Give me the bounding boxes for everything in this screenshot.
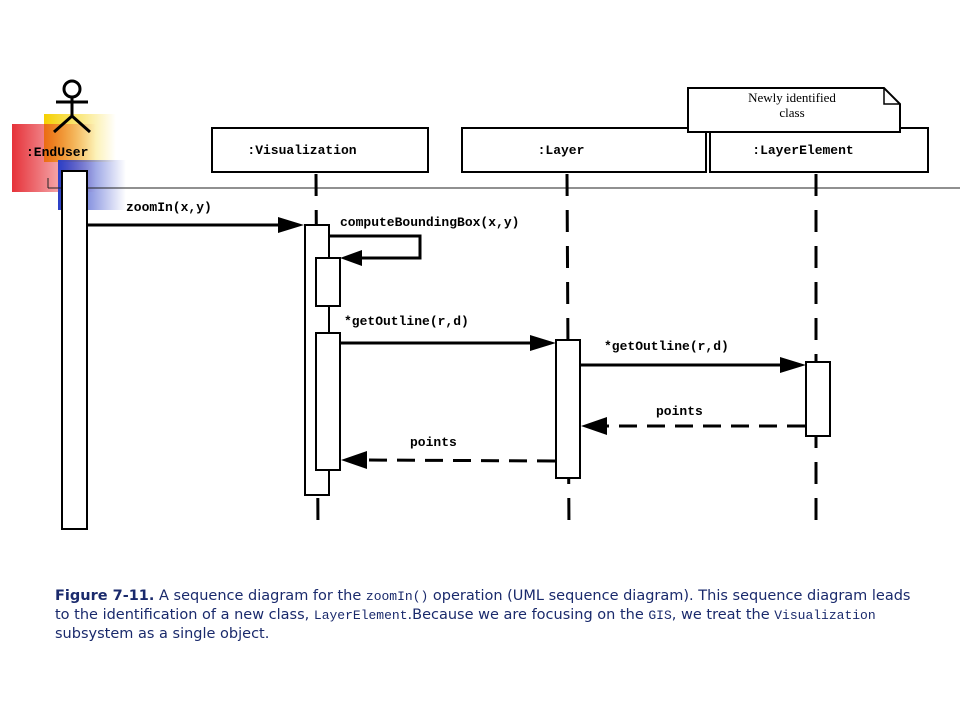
message-label-getoutline-1: *getOutline(r,d) [344,314,469,329]
object-label-layerelement: :LayerElement [752,143,853,158]
caption-text-4: , we treat the [671,607,775,623]
object-label-layer: :Layer [538,143,585,158]
note-line-2: class [779,105,804,120]
caption-figure-label: Figure 7-11. [55,588,155,604]
object-box-layer: :Layer [461,127,707,173]
object-box-visualization: :Visualization [211,127,429,173]
object-label-enduser: :EndUser [26,145,88,160]
message-return-points-2: points [341,435,556,469]
note-line-1: Newly identified [748,90,836,105]
caption-code-visualization: Visualization [774,608,876,623]
activation-layer [555,339,581,479]
message-getoutline-2: *getOutline(r,d) [581,339,806,373]
message-label-zoomin: zoomIn(x,y) [126,200,212,215]
actor-stick-figure-icon [53,79,91,134]
caption-code-gis: GIS [648,608,672,623]
message-label-getoutline-2: *getOutline(r,d) [604,339,729,354]
message-label-points-2: points [410,435,457,450]
activation-layerelement [805,361,831,437]
object-label-visualization: :Visualization [247,143,356,158]
message-return-points-1: points [581,404,805,435]
caption-text-2: operation (UML sequence diagram). This s… [55,588,911,623]
figure-caption: Figure 7-11. A sequence diagram for the … [55,587,915,644]
activation-enduser [61,170,88,530]
object-box-layerelement: :LayerElement [709,127,929,173]
caption-text-3: .Because we are focusing on the [407,607,649,623]
note-newly-identified-class: Newly identified class [687,87,901,133]
activation-visualization-nested-1 [315,257,341,307]
activation-visualization-nested-2 [315,332,341,471]
caption-text-5: subsystem as a single object. [55,626,270,642]
message-label-computeboundingbox: computeBoundingBox(x,y) [340,215,519,230]
message-getoutline-1: *getOutline(r,d) [341,314,556,351]
message-computeboundingbox: computeBoundingBox(x,y) [330,215,519,266]
activation-bars [61,170,831,530]
caption-text-1: A sequence diagram for the [154,588,366,604]
caption-code-layerelement: LayerElement [313,608,408,623]
message-zoomin: zoomIn(x,y) [88,200,304,233]
message-label-points-1: points [656,404,703,419]
caption-code-zoomin: zoomIn() [365,589,429,604]
